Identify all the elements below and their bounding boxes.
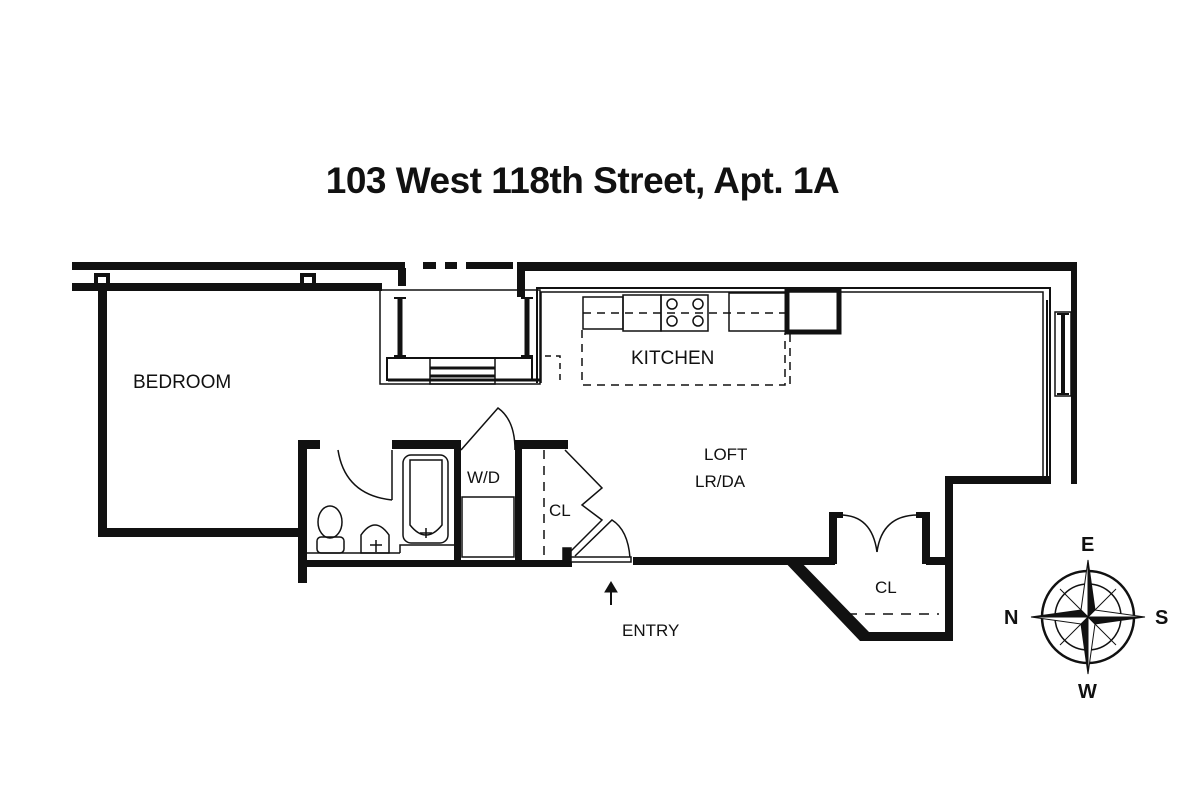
compass-label-right: S (1155, 607, 1168, 629)
entry-label: ENTRY (622, 621, 679, 640)
room-label-closet-hall: CL (549, 501, 571, 520)
room-label-closet-living: CL (875, 578, 897, 597)
column-markers (94, 273, 316, 287)
room-label-bedroom: BEDROOM (133, 372, 231, 393)
bay-window (379, 289, 541, 385)
compass-label-top: E (1081, 534, 1094, 556)
compass-rose-icon: E N S W (1004, 534, 1168, 703)
living-walls (536, 287, 1072, 484)
room-label-wd: W/D (467, 468, 500, 487)
exterior-walls (72, 262, 1077, 484)
compass-label-bottom: W (1078, 681, 1097, 703)
kitchen-counters (545, 292, 791, 386)
room-label-loft: LOFT (704, 445, 747, 464)
refrigerator (784, 287, 842, 335)
room-label-kitchen: KITCHEN (631, 348, 714, 369)
angled-wall (780, 557, 869, 641)
living-room-walls-solid (633, 476, 1051, 641)
bathroom-walls (298, 440, 572, 583)
bathroom-fixtures (307, 449, 454, 554)
room-label-lr-da: LR/DA (695, 472, 746, 491)
hall-closet (543, 449, 632, 563)
bedroom-walls (98, 283, 302, 537)
living-closet-details (839, 514, 939, 615)
compass-label-left: N (1004, 607, 1018, 629)
arrow-up-icon (604, 581, 618, 605)
plan-title: 103 West 118th Street, Apt. 1A (325, 160, 840, 201)
washer-dryer (460, 406, 516, 558)
